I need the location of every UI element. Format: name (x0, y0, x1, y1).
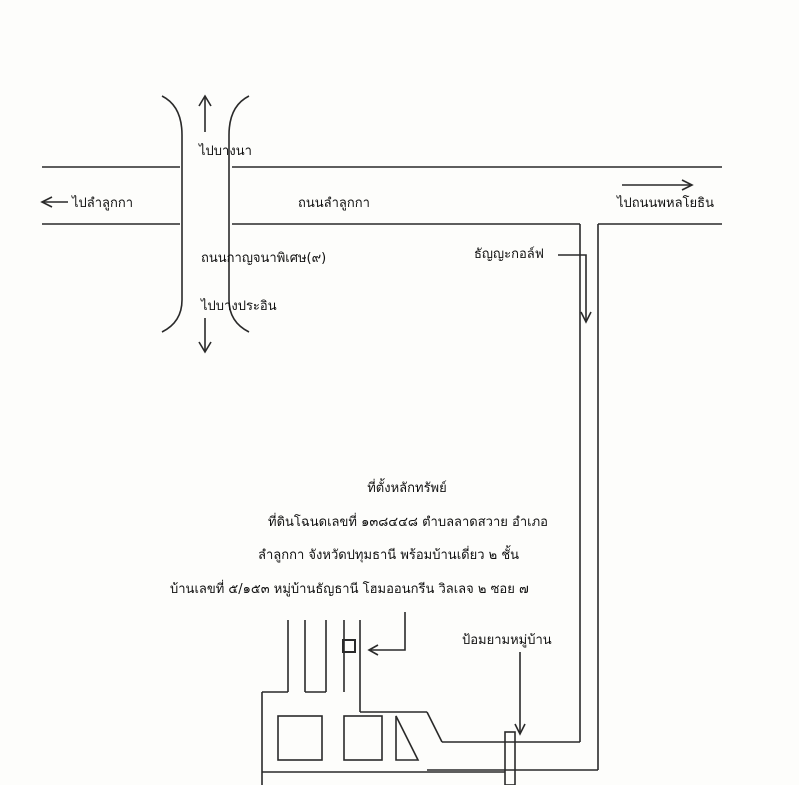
village-block-1 (277, 715, 323, 761)
arrow-east-to-phahonyothin (622, 179, 694, 191)
village-entry-slant (426, 711, 443, 743)
property-marker (342, 639, 356, 653)
label-to-lam-luk-ka: ไปลำลูกกา (72, 196, 134, 211)
village-block-triangle (395, 715, 420, 761)
kanchanaphisek-road-right-edge (228, 95, 250, 333)
label-thanyarat-golf: ธัญญะกอล์ฟ (474, 247, 544, 262)
guard-post-gate (504, 731, 516, 785)
property-note-line-2: ลำลูกกา จังหวัดปทุมธานี พร้อมบ้านเดี่ยว … (258, 548, 520, 563)
arrow-west-to-lam-luk-ka (40, 196, 68, 208)
label-to-bang-pa-in: ไปบางประอิน (201, 299, 277, 314)
arrow-to-guard-post (514, 652, 526, 736)
arrow-north-to-bangna (198, 94, 212, 132)
label-to-phahonyothin: ไปถนนพหลโยธิน (617, 196, 714, 211)
village-block-2 (343, 715, 383, 761)
label-guard-post: ป้อมยามหมู่บ้าน (462, 633, 552, 648)
label-to-bangna: ไปบางนา (199, 144, 252, 159)
label-lam-luk-ka-road: ถนนลำลูกกา (298, 196, 370, 211)
property-note: ที่ตั้งหลักทรัพย์ (0, 481, 799, 497)
property-note-title: ที่ตั้งหลักทรัพย์ (367, 481, 447, 496)
property-note-line-3: บ้านเลขที่ ๕/๑๕๓ หมู่บ้านธัญธานี โฮมออนก… (170, 582, 529, 597)
kanchanaphisek-road-left-edge (161, 95, 183, 333)
label-kanchanaphisek-road: ถนนกาญจนาพิเศษ(๙) (201, 251, 327, 266)
arrow-to-property (367, 612, 406, 656)
property-note-line-1: ที่ดินโฉนดเลขที่ ๑๓๘๔๔๘ ตำบลลาดสวาย อำเภ… (268, 515, 548, 530)
arrow-south-to-bang-pa-in (198, 318, 212, 354)
arrow-thanyarat-golf (558, 254, 592, 324)
